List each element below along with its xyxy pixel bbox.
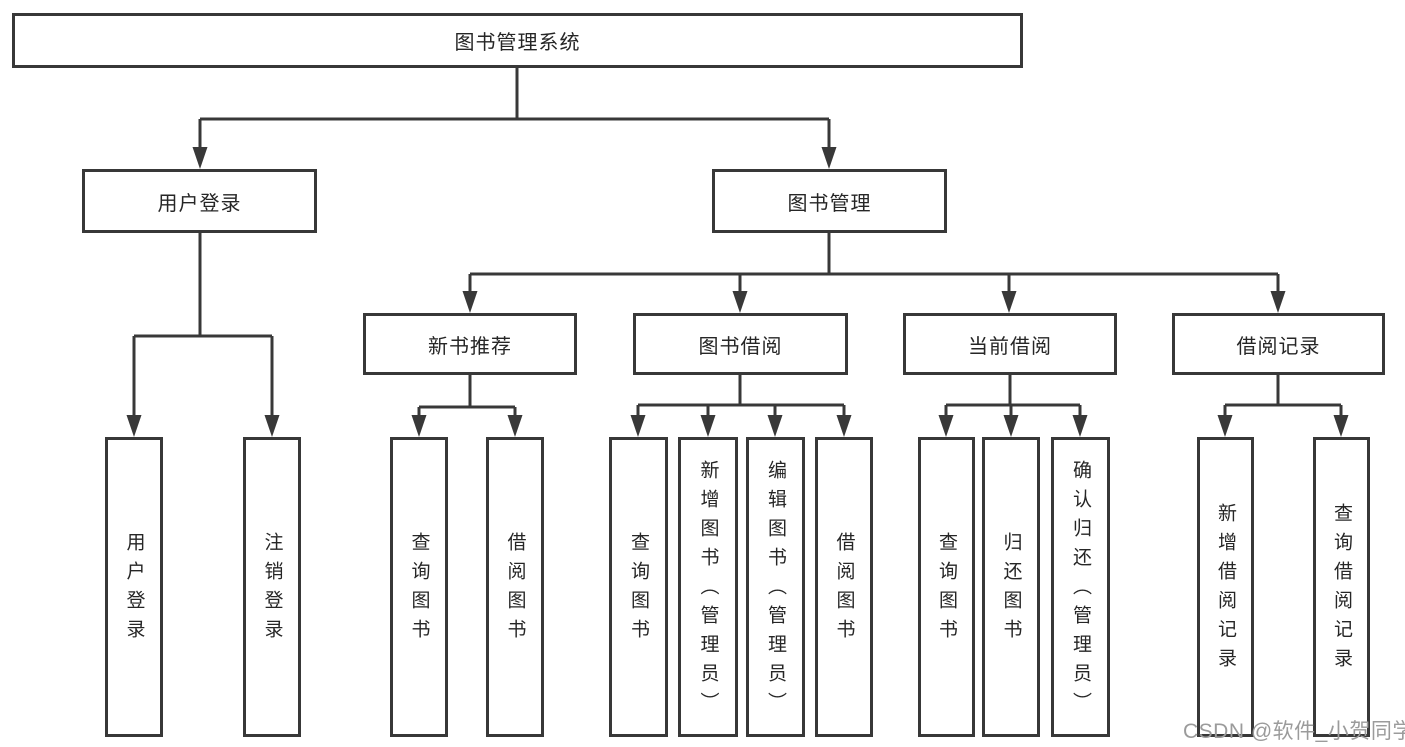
node-new-book-recommend: 新书推荐 (363, 313, 577, 375)
node-label: 确认归还（管理员） (1070, 459, 1091, 721)
arrowhead (126, 415, 142, 437)
node-leaf-user-login: 用户登录 (105, 437, 163, 737)
node-label: 查询图书 (628, 532, 649, 648)
node-label: 新增图书（管理员） (697, 459, 719, 721)
node-user-login: 用户登录 (82, 169, 317, 233)
node-leaf-borrow-books: 借阅图书 (486, 437, 544, 737)
node-borrow-record: 借阅记录 (1172, 313, 1385, 375)
arrowhead (411, 415, 427, 437)
arrowheads (126, 147, 1349, 437)
node-label: 归还图书 (1000, 532, 1022, 648)
node-book-management: 图书管理 (712, 169, 947, 233)
arrowhead (1270, 291, 1286, 313)
arrowhead (836, 415, 852, 437)
arrowhead (1217, 415, 1233, 437)
arrowhead (1333, 415, 1349, 437)
node-leaf-query-books: 查询图书 (918, 437, 975, 737)
arrowhead (767, 415, 783, 437)
node-leaf-confirm-return-admin: 确认归还（管理员） (1051, 437, 1110, 737)
node-label: 借阅记录 (1236, 335, 1321, 358)
node-label: 查询借阅记录 (1331, 503, 1352, 677)
arrowhead (192, 147, 208, 169)
node-label: 用户登录 (157, 192, 242, 215)
node-label: 注销登录 (261, 532, 283, 648)
node-leaf-add-borrow-record: 新增借阅记录 (1197, 437, 1254, 737)
arrowhead (821, 147, 837, 169)
node-label: 用户登录 (123, 532, 145, 648)
arrowhead (700, 415, 716, 437)
node-leaf-logout: 注销登录 (243, 437, 301, 737)
node-label: 图书管理系统 (454, 32, 581, 54)
arrowhead (507, 415, 523, 437)
node-leaf-add-books-admin: 新增图书（管理员） (678, 437, 738, 737)
node-label: 图书管理 (787, 192, 872, 215)
arrowhead (1072, 415, 1088, 437)
arrowhead (630, 415, 646, 437)
node-label: 借阅图书 (833, 532, 855, 648)
node-leaf-query-books: 查询图书 (609, 437, 668, 737)
arrowhead (462, 291, 478, 313)
arrowhead (1001, 291, 1017, 313)
node-book-borrow: 图书借阅 (633, 313, 848, 375)
node-label: 编辑图书（管理员） (765, 459, 786, 721)
arrowhead (1003, 415, 1019, 437)
node-label: 新书推荐 (428, 335, 512, 358)
node-label: 新增借阅记录 (1215, 503, 1236, 677)
node-label: 图书借阅 (698, 335, 783, 358)
node-leaf-return-books: 归还图书 (982, 437, 1040, 737)
arrowhead (264, 415, 280, 437)
arrowhead (938, 415, 954, 437)
csdn-watermark: CSDN @软件_小贺同学 (1183, 720, 1405, 743)
node-system-root: 图书管理系统 (12, 13, 1023, 68)
node-leaf-borrow-books: 借阅图书 (815, 437, 873, 737)
node-label: 查询图书 (936, 532, 957, 648)
node-leaf-query-books: 查询图书 (390, 437, 448, 737)
arrowhead (732, 291, 748, 313)
node-label: 借阅图书 (504, 532, 526, 648)
node-leaf-edit-books-admin: 编辑图书（管理员） (746, 437, 805, 737)
node-leaf-query-borrow-record: 查询借阅记录 (1313, 437, 1370, 737)
node-current-borrow: 当前借阅 (903, 313, 1117, 375)
node-label: 查询图书 (408, 532, 430, 648)
node-label: 当前借阅 (968, 335, 1052, 358)
